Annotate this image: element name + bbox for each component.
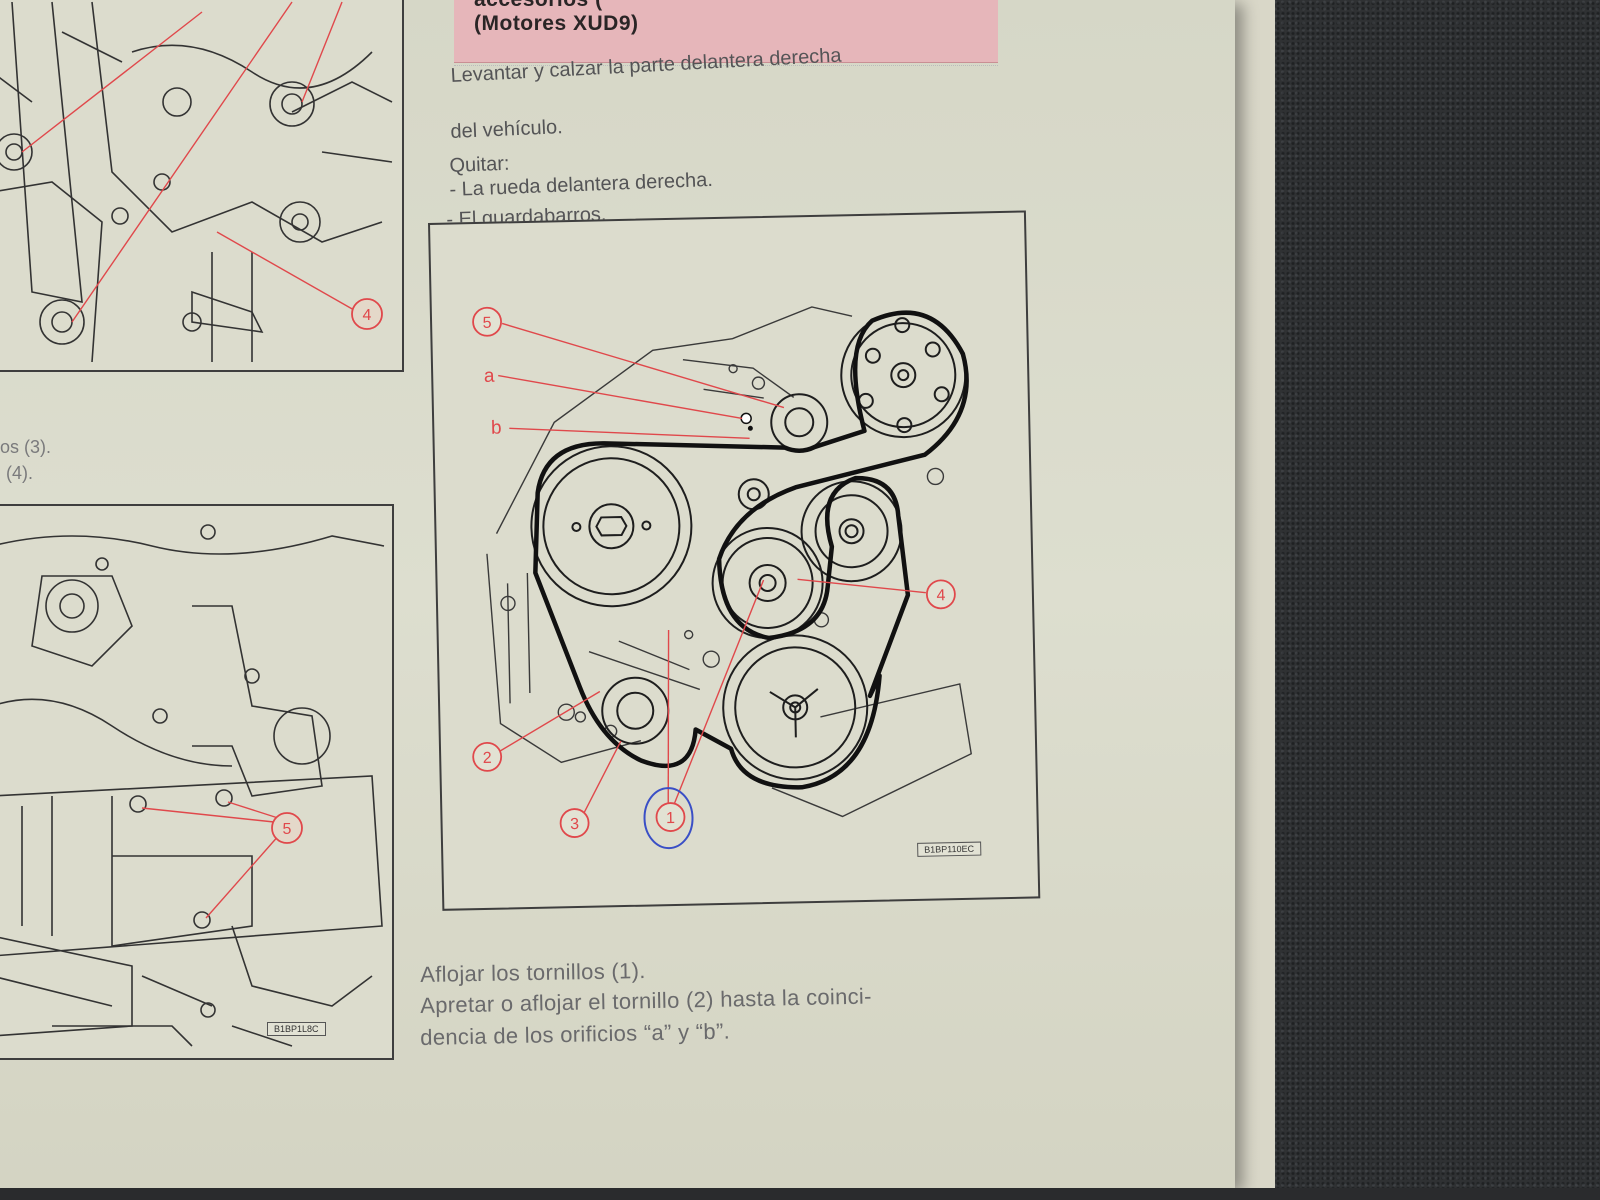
top-left-callout-4: 4 [363, 307, 372, 324]
label-a: a [484, 366, 495, 387]
section-header-line2: (Motores XUD9) [474, 12, 639, 35]
bottom-left-callout-5: 5 [283, 821, 292, 838]
instruction-line1: Aflojar los tornillos (1). [420, 958, 646, 987]
main-figure-ref: B1BP110EC [917, 841, 982, 857]
callout-2: 2 [483, 750, 492, 767]
pen-circle-mark [643, 787, 694, 850]
top-left-line-art: 4 [0, 1, 393, 363]
section-header-line1: accesorios ( [474, 0, 603, 12]
callout-3: 3 [570, 816, 579, 833]
intro-line2: del vehículo. [450, 116, 564, 143]
floor-strip [0, 1188, 1600, 1200]
callout-1: 1 [666, 810, 675, 827]
top-left-figure: 4 [0, 0, 404, 372]
main-line-art: 5 a b 4 2 3 1 [472, 306, 973, 850]
callout-5: 5 [482, 315, 491, 332]
intro-line3: Quitar: [449, 152, 510, 177]
bottom-left-figure-ref: B1BP1L8C [267, 1022, 326, 1036]
left-margin-line1: os (3). [0, 437, 52, 457]
header-divider [454, 65, 998, 66]
callout-4: 4 [936, 587, 945, 604]
left-margin-line2: (4). [6, 463, 33, 483]
label-b: b [491, 418, 502, 439]
bottom-left-line-art: 5 [0, 524, 385, 1047]
section-header-band [454, 0, 998, 63]
main-belt-diagram: 5 a b 4 2 3 1 B1BP110EC [428, 210, 1041, 911]
bottom-left-figure: 5 B1BP1L8C [0, 504, 394, 1060]
